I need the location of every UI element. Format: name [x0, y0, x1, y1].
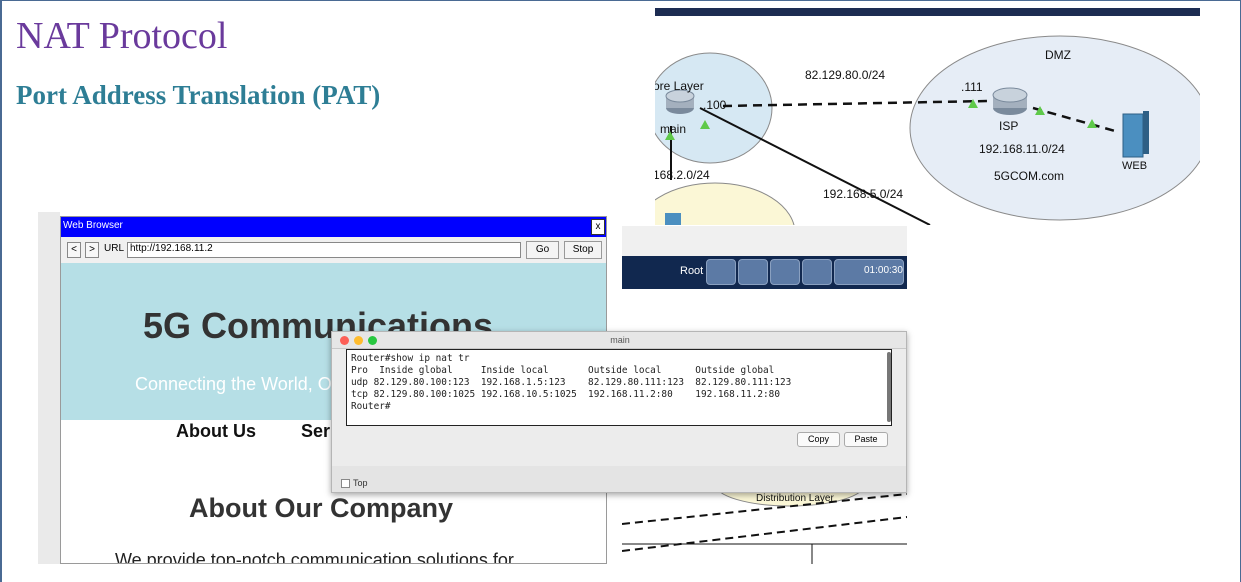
cli-line: tcp 82.129.80.100:1025 192.168.10.5:1025…: [351, 389, 780, 400]
link-indicator: [665, 131, 675, 140]
link-indicator: [1035, 106, 1045, 115]
cli-scrollbar[interactable]: [887, 352, 891, 422]
nav-link-services[interactable]: Ser: [301, 421, 331, 441]
outside-network-label: 82.129.80.0/24: [805, 68, 885, 82]
top-checkbox[interactable]: [341, 479, 350, 488]
about-text: We provide top-notch communication solut…: [115, 550, 514, 564]
cli-line: Pro Inside global Inside local Outside l…: [351, 365, 775, 376]
cli-line: udp 82.129.80.100:123 192.168.1.5:123 82…: [351, 377, 792, 388]
paste-button[interactable]: Paste: [844, 432, 888, 447]
network-topology: ore Layer .100 main 82.129.80.0/24 .111 …: [655, 8, 1200, 225]
web-label: WEB: [1122, 160, 1147, 172]
browser-nav-bar: < > URL http://192.168.11.2 Go Stop: [61, 237, 606, 263]
forward-button[interactable]: >: [85, 242, 99, 258]
isp-router-icon: [992, 87, 1028, 115]
link-indicator: [700, 120, 710, 129]
main-ip-label: .100: [703, 98, 727, 112]
cli-line: Router#: [351, 401, 391, 412]
topology-top-bar: [655, 8, 1200, 16]
main-router-icon: [665, 89, 695, 114]
go-button[interactable]: Go: [526, 241, 559, 259]
cli-title: main: [610, 335, 630, 345]
cli-titlebar[interactable]: main: [332, 332, 906, 349]
close-button[interactable]: x: [591, 219, 605, 235]
link-indicator: [1087, 119, 1097, 128]
url-label: URL: [104, 243, 125, 254]
network-5-label: 192.168.5.0/24: [823, 187, 903, 201]
core-layer-label: ore Layer: [655, 79, 704, 93]
web-server-icon: [1122, 111, 1149, 158]
dmz-zone: [909, 35, 1200, 221]
lower-zone: [655, 182, 795, 225]
about-heading: About Our Company: [189, 493, 453, 523]
topology-canvas: ore Layer .100 main 82.129.80.0/24 .111 …: [655, 35, 1200, 225]
isp-label: ISP: [999, 119, 1018, 133]
image-icon[interactable]: [802, 259, 832, 285]
main-router-label: main: [660, 122, 686, 136]
dmz-network-label: 192.168.11.0/24: [979, 142, 1065, 156]
sim-time: 01:00:30: [864, 265, 903, 276]
switch-icon: [665, 213, 681, 225]
stop-button[interactable]: Stop: [564, 241, 602, 259]
link-main-distribution: [699, 107, 931, 225]
root-label[interactable]: Root: [680, 265, 704, 277]
top-checkbox-label: Top: [353, 478, 368, 488]
copy-button[interactable]: Copy: [797, 432, 840, 447]
browser-titlebar[interactable]: Web Browser x: [61, 217, 606, 237]
core-layer-zone: [655, 52, 773, 164]
close-dot-icon[interactable]: [340, 336, 349, 345]
cli-line: Router#show ip nat tr: [351, 353, 470, 364]
pt-top-bar: [622, 226, 907, 256]
pt-toolbar: Root 01:00:30: [622, 256, 907, 289]
browser-title: Web Browser: [63, 220, 123, 231]
background-window-edge: [38, 212, 60, 564]
link-indicator: [968, 99, 978, 108]
back-icon[interactable]: [706, 259, 736, 285]
distribution-layer-label: Distribution Layer: [756, 493, 834, 504]
nav-link-about[interactable]: About Us: [176, 421, 256, 441]
network-2-label: 168.2.0/24: [655, 168, 710, 182]
isp-ip-label: .111: [961, 80, 983, 94]
zoom-dot-icon[interactable]: [368, 336, 377, 345]
cloud-icon[interactable]: [738, 259, 768, 285]
url-input[interactable]: http://192.168.11.2: [127, 242, 521, 258]
slide-subtitle: Port Address Translation (PAT): [16, 80, 381, 110]
minimize-dot-icon[interactable]: [354, 336, 363, 345]
move-icon[interactable]: [770, 259, 800, 285]
dmz-label: DMZ: [1045, 48, 1071, 62]
back-button[interactable]: <: [67, 242, 81, 258]
cli-footer: [332, 466, 906, 492]
hero-subtitle: Connecting the World, O: [135, 374, 332, 394]
slide-title: NAT Protocol: [16, 15, 228, 57]
viewport-icon[interactable]: [834, 259, 904, 285]
domain-label: 5GCOM.com: [994, 169, 1064, 183]
